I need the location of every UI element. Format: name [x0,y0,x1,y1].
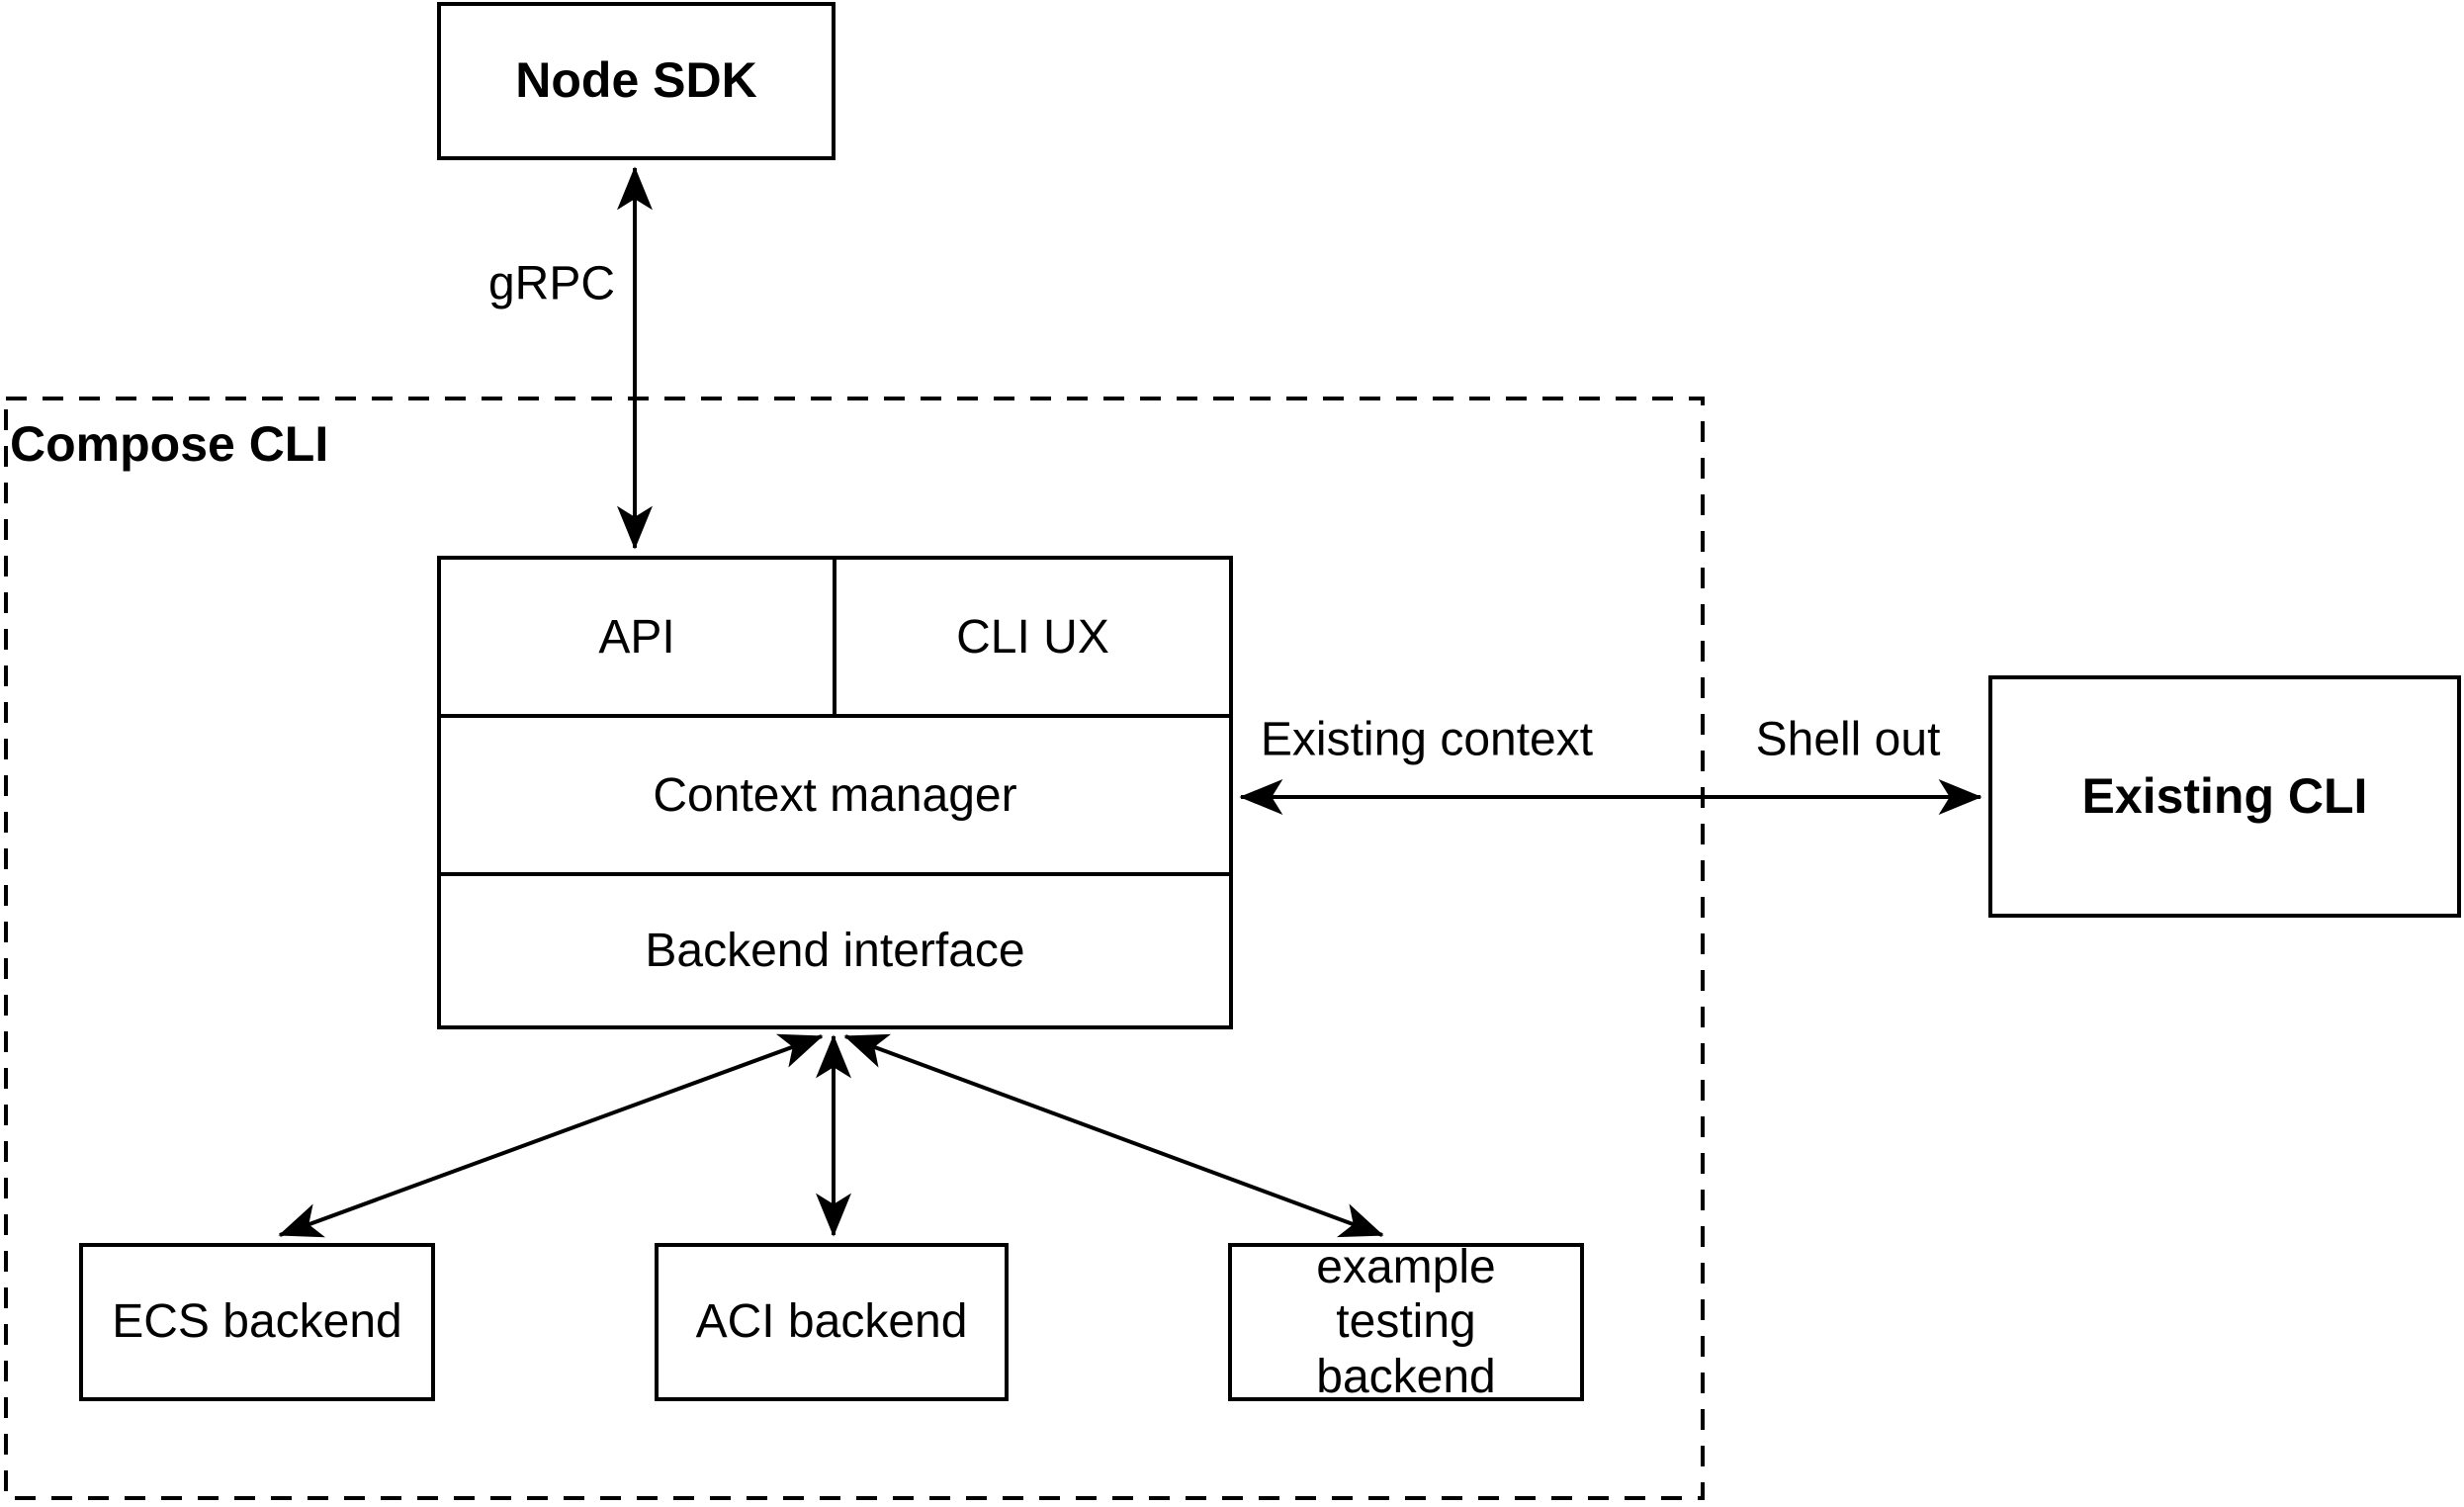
node-sdk-label: Node SDK [515,52,757,109]
compose-cli-core-box: API CLI UX Context manager Backend inter… [437,556,1233,1029]
ecs-backend-box: ECS backend [79,1243,435,1401]
api-cell: API [441,560,836,714]
api-label: API [598,610,675,664]
existing-context-edge-label: Existing context [1254,712,1600,767]
compose-cli-label: Compose CLI [10,416,329,472]
backend-interface-label: Backend interface [645,925,1025,977]
shell-out-edge-label: Shell out [1749,712,1947,767]
cli-ux-cell: CLI UX [836,560,1229,714]
api-cliux-row: API CLI UX [441,560,1229,718]
compose-cli-container-border [4,397,1705,1500]
ecs-backend-arrow [278,1033,824,1238]
aci-backend-label: ACI backend [695,1295,968,1349]
backend-interface-cell: Backend interface [441,876,1229,1025]
ecs-backend-label: ECS backend [112,1295,402,1349]
example-testing-backend-label: example testing backend [1316,1241,1496,1403]
existing-cli-label: Existing CLI [2081,767,2368,824]
example-testing-backend-box: example testing backend [1228,1241,1584,1403]
grpc-edge-label: gRPC [482,256,622,311]
context-manager-cell: Context manager [441,718,1229,876]
example-backend-arrow [843,1033,1384,1238]
aci-backend-box: ACI backend [655,1243,1009,1401]
node-sdk-box: Node SDK [437,2,836,160]
context-manager-label: Context manager [653,768,1017,822]
existing-cli-box: Existing CLI [1988,675,2461,918]
cli-ux-label: CLI UX [956,610,1109,664]
